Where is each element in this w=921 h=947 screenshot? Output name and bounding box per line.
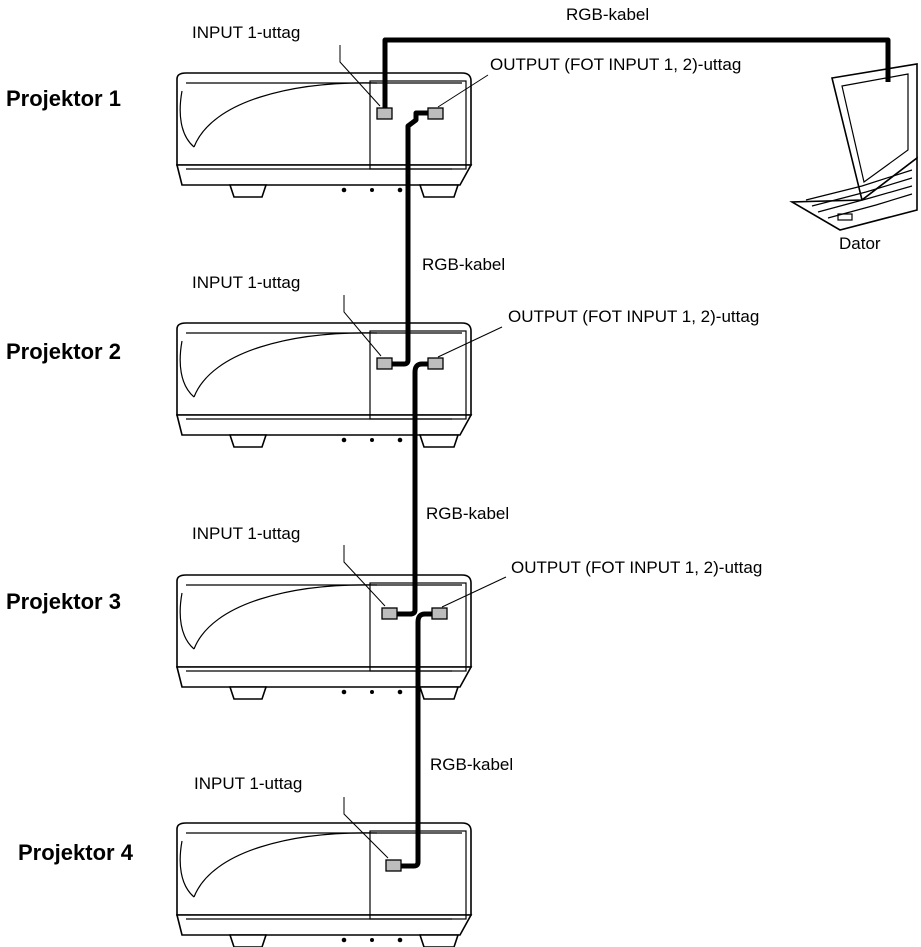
projector-3-input-label: INPUT 1-uttag <box>192 524 300 543</box>
leader-p3-input <box>343 545 386 607</box>
leader-p4-input <box>343 797 389 859</box>
rgb-cable-projector-2-to-3 <box>397 361 435 617</box>
projector-1-output-port <box>427 107 444 120</box>
laptop-icon <box>789 63 918 231</box>
projector-3-output-label: OUTPUT (FOT INPUT 1, 2)-uttag <box>511 558 762 577</box>
projector-3 <box>176 574 472 700</box>
projector-1-input-label: INPUT 1-uttag <box>192 23 300 42</box>
cable-label-1: RGB-kabel <box>566 5 649 24</box>
projector-1-name: Projektor 1 <box>6 86 121 111</box>
rgb-cable-projector-3-to-4 <box>400 611 439 869</box>
leader-p2-output <box>437 326 503 358</box>
projector-2-name: Projektor 2 <box>6 339 121 364</box>
projector-4-input-port <box>385 859 402 872</box>
projector-2 <box>176 322 472 448</box>
rgb-cable-computer-to-projector-1 <box>382 37 891 112</box>
leader-p1-input <box>339 45 381 107</box>
projector-4-name: Projektor 4 <box>18 840 134 865</box>
projector-3-name: Projektor 3 <box>6 589 121 614</box>
projector-2-input-label: INPUT 1-uttag <box>192 273 300 292</box>
projector-2-output-port <box>427 357 444 370</box>
projector-1 <box>176 72 472 198</box>
projector-1-output-label: OUTPUT (FOT INPUT 1, 2)-uttag <box>490 55 741 74</box>
projector-3-output-port <box>431 607 448 620</box>
projector-4 <box>176 822 472 947</box>
projector-3-input-port <box>381 607 398 620</box>
projector-2-output-label: OUTPUT (FOT INPUT 1, 2)-uttag <box>508 307 759 326</box>
projector-1-input-port <box>376 107 393 120</box>
cable-label-4: RGB-kabel <box>430 755 513 774</box>
rgb-cable-projector-1-to-2 <box>392 110 434 367</box>
cable-label-2: RGB-kabel <box>422 255 505 274</box>
computer-label: Dator <box>839 234 881 253</box>
cable-label-3: RGB-kabel <box>426 504 509 523</box>
projector-4-input-label: INPUT 1-uttag <box>194 774 302 793</box>
projector-2-input-port <box>376 357 393 370</box>
leader-p1-output <box>437 74 489 108</box>
leader-p3-output <box>441 576 507 608</box>
leader-p2-input <box>343 295 382 357</box>
